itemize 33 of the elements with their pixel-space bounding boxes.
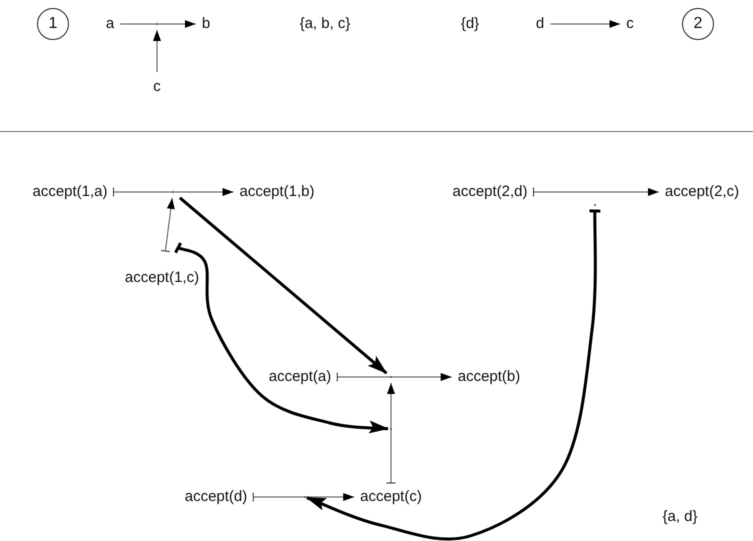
node-label: accept(c) [360, 488, 422, 506]
arrow [252, 492, 355, 502]
node-label: accept(1,c) [124, 269, 200, 287]
thick-arrow [306, 209, 600, 540]
node-label: accept(1,a) [32, 183, 108, 201]
node-label: accept(a) [268, 368, 332, 386]
node-label: accept(2,d) [452, 183, 528, 201]
arrow [153, 30, 161, 72]
arrow [386, 382, 396, 484]
node-label: d [536, 15, 544, 33]
arrow [533, 188, 660, 196]
node-label: accept(d) [184, 488, 248, 506]
node-label: accept(b) [458, 368, 520, 386]
node-label: c [153, 78, 161, 96]
node-label: accept(2,c) [664, 183, 740, 201]
node-label: a [106, 15, 114, 33]
set-label: {a, b, c} [300, 15, 350, 33]
arrow [160, 198, 175, 252]
arrow [550, 20, 621, 28]
node-label: c [626, 15, 634, 33]
node-label: accept(1,b) [239, 183, 315, 201]
circle-number: 1 [48, 15, 58, 33]
node-label: b [202, 15, 210, 33]
arrow [336, 372, 452, 382]
arrow [120, 20, 196, 28]
thick-arrow [178, 196, 388, 374]
number-circle [37, 8, 69, 40]
set-label: {a, d} [662, 508, 698, 526]
arrow [113, 188, 234, 196]
thick-arrow [174, 242, 389, 434]
set-label: {d} [460, 15, 480, 33]
circle-number: 2 [694, 15, 702, 33]
number-circle [682, 8, 714, 40]
